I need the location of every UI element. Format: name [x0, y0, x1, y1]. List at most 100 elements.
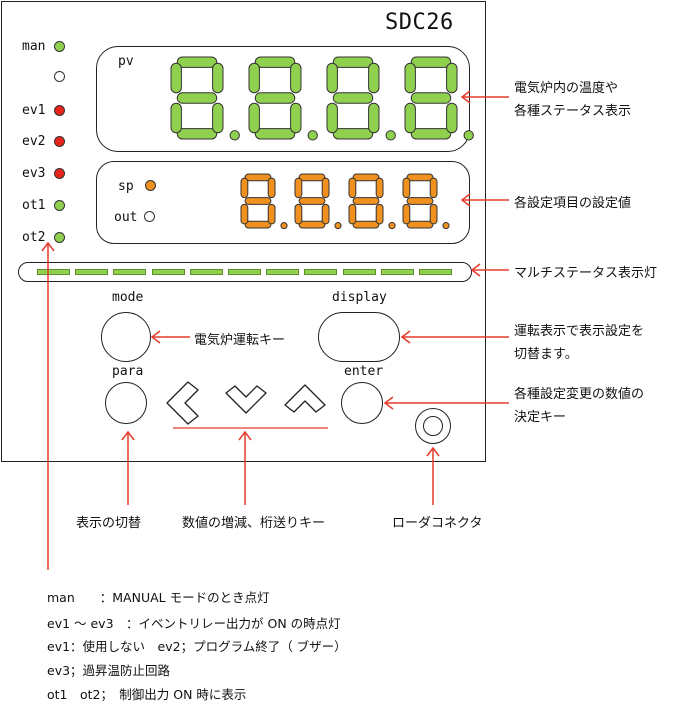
pv-digit-segment [368, 62, 380, 94]
pv-digit-segment [368, 102, 380, 134]
sp-digit-segment [352, 220, 380, 229]
para-key-label: para [112, 364, 144, 379]
led-label-ot2: ot2 [22, 230, 46, 245]
pv-digit-segment [212, 102, 224, 134]
pv-digit-segment [254, 92, 296, 104]
status-segment [37, 269, 70, 275]
led-label-ot1: ot1 [22, 198, 46, 213]
led-ot1 [54, 200, 65, 211]
status-segment [189, 269, 223, 275]
mode-key-label: mode [112, 290, 144, 305]
sp-digit-segment [244, 220, 272, 229]
status-segment [151, 269, 185, 275]
sp-digit-segment [375, 177, 384, 199]
up-arrow-button[interactable] [284, 384, 326, 413]
loader-connector-inner [423, 416, 443, 436]
sp-annotation: 各設定項目の設定値 [514, 196, 632, 211]
out-label: out [114, 210, 138, 225]
pv-digit-segment [410, 56, 452, 68]
left-arrow-button[interactable] [166, 381, 199, 425]
sp-digit-segment [402, 203, 411, 225]
led-label-ev3: ev3 [22, 166, 46, 181]
pv-digit-segment [404, 102, 416, 134]
pv-digit-segment [410, 128, 452, 140]
sp-digit-segment [298, 173, 326, 182]
pv-digit-segment [332, 92, 374, 104]
led-label-ev1: ev1 [22, 103, 46, 118]
sp-digit-segment [240, 203, 249, 225]
pv-decimal-point [307, 130, 318, 141]
status-segment [419, 269, 452, 275]
led-ot2 [54, 232, 65, 243]
pv-digit-segment [170, 62, 182, 94]
enter-annotation-line1: 各種設定変更の数値の [514, 387, 645, 402]
sp-digit-segment [429, 203, 438, 225]
arrow-keys-annotation: 数値の増減、桁送りキー [182, 516, 326, 531]
sp-label: sp [118, 179, 134, 194]
led-ev3 [54, 168, 65, 179]
multi-status-bar [18, 262, 472, 282]
sp-digit-segment [244, 173, 272, 182]
sp-digit-segment [402, 177, 411, 199]
para-button[interactable] [105, 382, 147, 424]
sp-digit-segment [406, 197, 434, 205]
note-ev1-ev2: ev1：使用しない ev2；プログラム終了（ ブザー） [47, 639, 347, 654]
sp-digit-segment [294, 203, 303, 225]
pv-digit-segment [170, 102, 182, 134]
out-led [144, 211, 155, 222]
enter-key-label: enter [344, 364, 384, 379]
status-segment [228, 269, 261, 275]
note-man: man ：MANUAL モードのとき点灯 [47, 590, 270, 605]
pv-annotation-line1: 電気炉内の温度や [514, 81, 619, 96]
sp-digit-segment [267, 177, 276, 199]
sp-digit-segment [321, 177, 330, 199]
pv-digit-segment [404, 62, 416, 94]
enter-button[interactable] [341, 382, 383, 424]
sp-digit-segment [294, 177, 303, 199]
pv-decimal-point [385, 130, 396, 141]
note-ev3: ev3；過昇温防止回路 [47, 663, 171, 678]
status-segment [75, 269, 109, 275]
pv-digit-segment [290, 102, 302, 134]
pv-label: pv [118, 54, 134, 69]
led-label-ev2: ev2 [22, 134, 46, 149]
status-annotation: マルチステータス表示灯 [514, 266, 658, 281]
sp-display [96, 161, 470, 244]
display-button[interactable] [318, 312, 400, 362]
sp-digit-segment [406, 173, 434, 182]
sp-digit-segment [352, 173, 380, 182]
pv-digit-segment [176, 128, 218, 140]
pv-digit-segment [212, 62, 224, 94]
sp-digit-segment [375, 203, 384, 225]
pv-digit-segment [332, 56, 374, 68]
sp-digit-segment [267, 203, 276, 225]
down-arrow-button[interactable] [225, 385, 267, 414]
note-ot: ot1 ot2； 制御出力 ON 時に表示 [47, 687, 247, 702]
pv-decimal-point [229, 130, 240, 141]
sp-digit-segment [298, 197, 326, 205]
status-segment [304, 269, 338, 275]
pv-digit-segment [248, 102, 260, 134]
loader-annotation: ローダコネクタ [392, 516, 483, 531]
sp-digit-segment [406, 220, 434, 229]
sp-digit-segment [429, 177, 438, 199]
sp-digit-segment [348, 177, 357, 199]
sp-digit-segment [244, 197, 272, 205]
pv-digit-segment [410, 92, 452, 104]
sp-digit-segment [298, 220, 326, 229]
pv-digit-segment [326, 62, 338, 94]
sp-decimal-point [334, 222, 342, 230]
sp-decimal-point [280, 222, 288, 230]
pv-digit-segment [254, 56, 296, 68]
led-ev2 [54, 136, 65, 147]
mode-button[interactable] [101, 312, 151, 362]
pv-digit-segment [176, 56, 218, 68]
sp-led [145, 180, 156, 191]
status-segment [342, 269, 376, 275]
pv-display [96, 46, 470, 152]
status-segment [380, 269, 414, 275]
pv-annotation-line2: 各種ステータス表示 [514, 104, 632, 119]
sp-digit-segment [321, 203, 330, 225]
